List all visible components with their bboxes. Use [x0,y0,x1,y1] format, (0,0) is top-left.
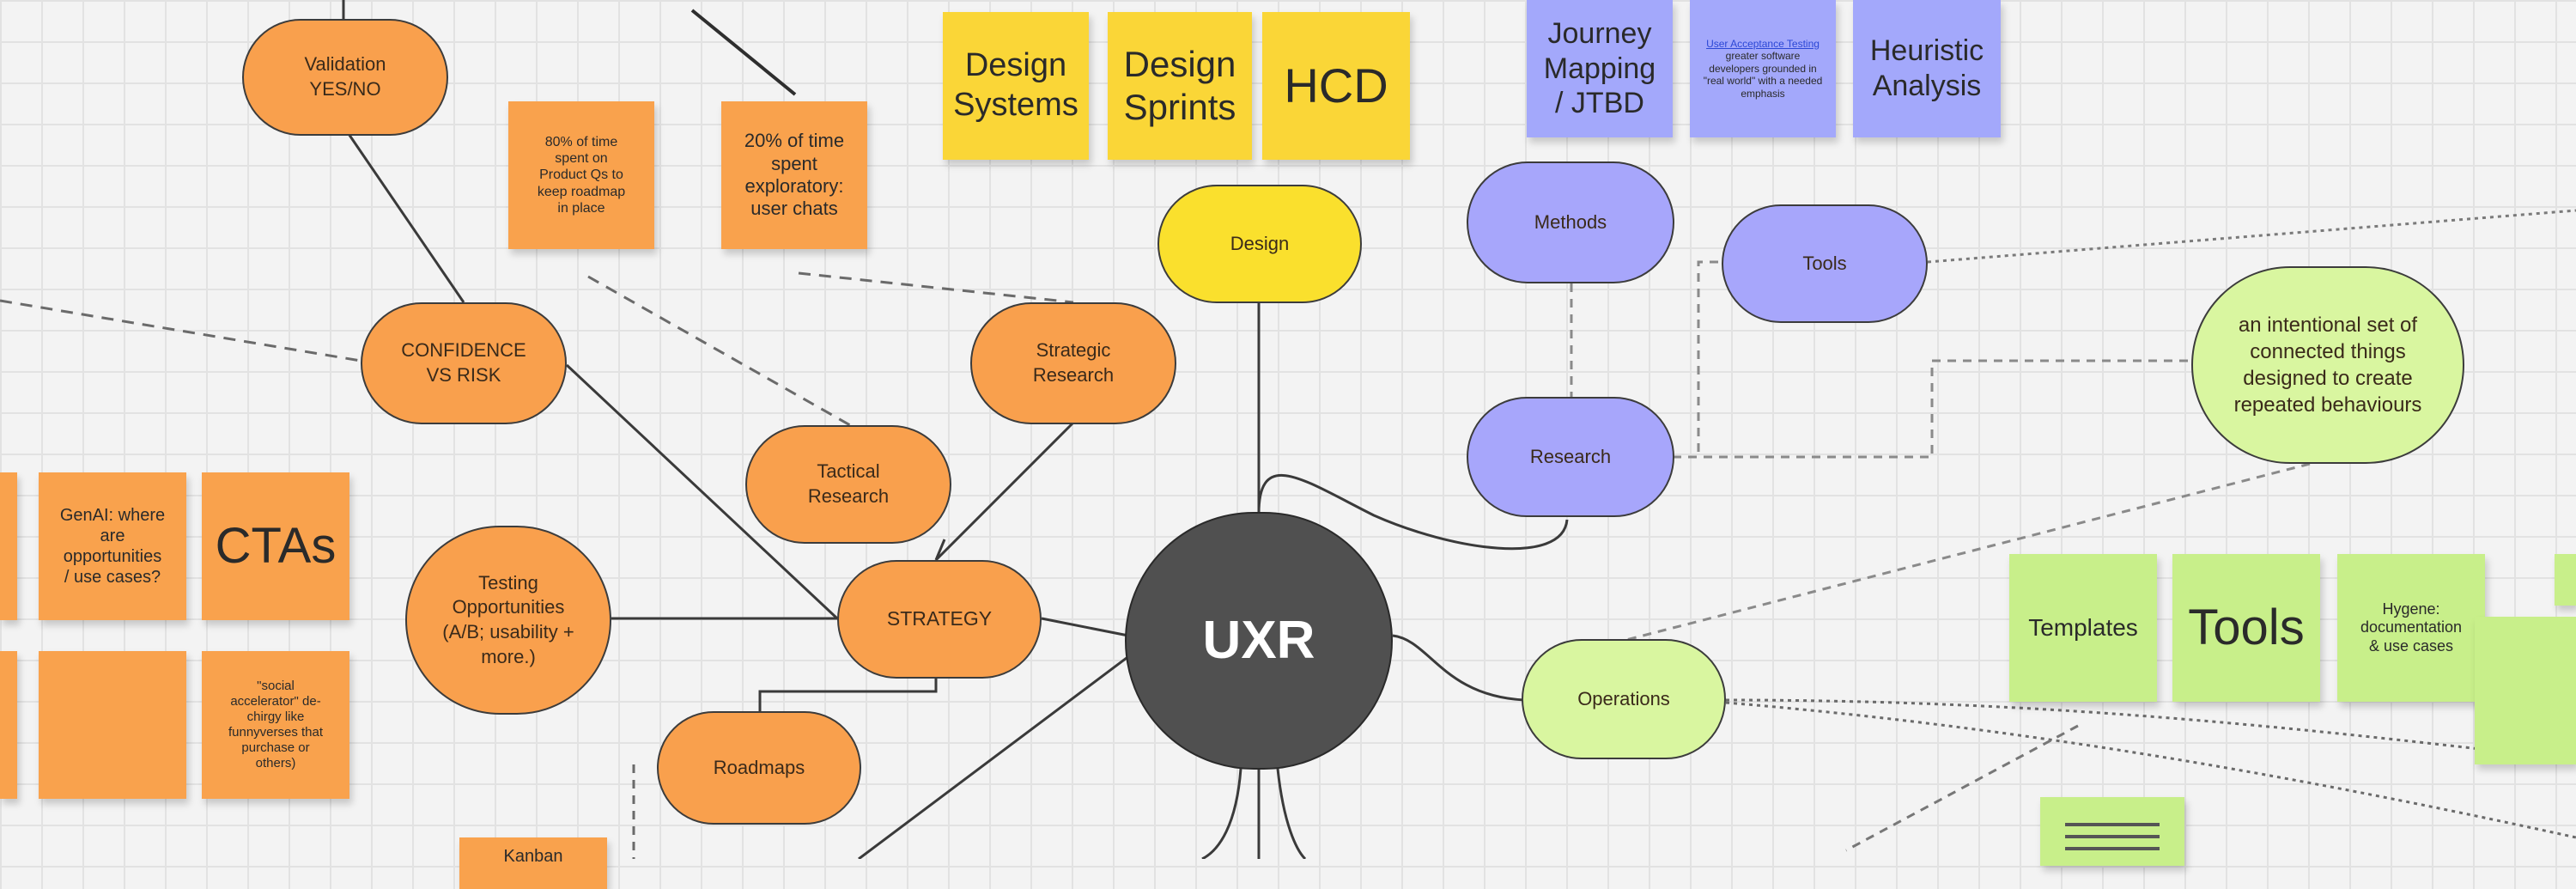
design-node[interactable]: Design [1157,185,1362,303]
confidence-risk-node[interactable]: CONFIDENCE VS RISK [361,302,567,424]
connector-strategy-confidence[interactable] [565,363,839,620]
tiny-note-link[interactable]: User Acceptance Testing [1706,38,1820,51]
research-node[interactable]: Research [1467,397,1674,517]
roadmaps-node[interactable]: Roadmaps [657,711,861,825]
system-definition-node[interactable]: an intentional set of connected things d… [2191,266,2464,464]
sticky-tiny-note[interactable]: User Acceptance Testing greater software… [1690,0,1836,137]
sticky-ctas[interactable]: CTAs [202,472,349,620]
uxr-center-node[interactable]: UXR [1125,512,1393,770]
dotted-tools-right[interactable] [1927,209,2576,264]
sticky-genai[interactable]: GenAI: where are opportunities / use cas… [39,472,186,620]
strategic-research-node[interactable]: Strategic Research [970,302,1176,424]
dashed-twenty-to-strategic[interactable] [798,271,1074,304]
connector-uxr-operations[interactable] [1392,634,1525,702]
sticky-social-accelerator[interactable]: "social accelerator" de- chirgy like fun… [202,651,349,799]
text-lines-icon [2065,823,2160,850]
sticky-green-right[interactable] [2475,617,2576,764]
dashed-research-definition[interactable] [1673,359,2191,459]
tools-node[interactable]: Tools [1722,204,1928,323]
sticky-journey-mapping[interactable]: Journey Mapping / JTBD [1527,0,1673,137]
sticky-blank-orange[interactable] [39,651,186,799]
dashed-arrow-to-bottom[interactable] [1845,724,2079,852]
arrow-to-top[interactable] [690,9,797,96]
connectors-layer [0,0,2576,859]
dotted-operations-right-a[interactable] [1725,698,2576,762]
connector-uxr-strategy[interactable] [1041,617,1129,637]
sticky-left-edge-top[interactable] [0,472,17,620]
validation-node[interactable]: Validation YES/NO [242,19,448,136]
sticky-design-systems[interactable]: Design Systems [943,12,1089,160]
sticky-eighty-percent[interactable]: 80% of time spent on Product Qs to keep … [508,101,654,249]
sticky-tools[interactable]: Tools [2172,554,2320,702]
dashed-eighty-to-tactical[interactable] [587,275,851,427]
connector-uxr-bottom-c[interactable] [1276,768,1307,859]
sticky-templates[interactable]: Templates [2009,554,2157,702]
sticky-hcd[interactable]: HCD [1262,12,1410,160]
sticky-green-right-top[interactable] [2555,554,2576,606]
tactical-research-node[interactable]: Tactical Research [745,425,951,544]
connector-strategy-strategic[interactable] [934,421,1075,562]
strategy-node[interactable]: STRATEGY [837,560,1042,679]
operations-node[interactable]: Operations [1522,639,1726,759]
dotted-operations-right-b[interactable] [1725,701,2576,839]
tiny-note-text: greater software developers grounded in … [1703,50,1823,100]
methods-node[interactable]: Methods [1467,161,1674,283]
sticky-hygiene[interactable]: Hygene: documentation & use cases [2337,554,2485,702]
dashed-left-to-confidence[interactable] [0,299,361,362]
dashed-research-tools[interactable] [1673,260,1722,459]
connector-uxr-bottom-left[interactable] [858,651,1134,859]
dashed-definition-operations[interactable] [1622,462,2311,642]
sticky-green-bottom[interactable] [2040,797,2184,866]
connector-uxr-research[interactable] [1257,474,1569,551]
sticky-left-edge-bottom[interactable] [0,651,17,799]
sticky-twenty-percent[interactable]: 20% of time spent exploratory: user chat… [721,101,867,249]
testing-opportunities-node[interactable]: Testing Opportunities (A/B; usability + … [405,526,611,715]
connector-strategy-roadmaps[interactable] [758,677,938,711]
connector-strategy-tactical[interactable] [934,539,946,561]
sticky-design-sprints[interactable]: Design Sprints [1108,12,1252,160]
sticky-heuristic-analysis[interactable]: Heuristic Analysis [1853,0,2001,137]
sticky-kanban[interactable]: Kanban [459,837,607,889]
connector-confidence-validation[interactable] [343,128,465,303]
connector-uxr-bottom-a[interactable] [1201,768,1242,859]
